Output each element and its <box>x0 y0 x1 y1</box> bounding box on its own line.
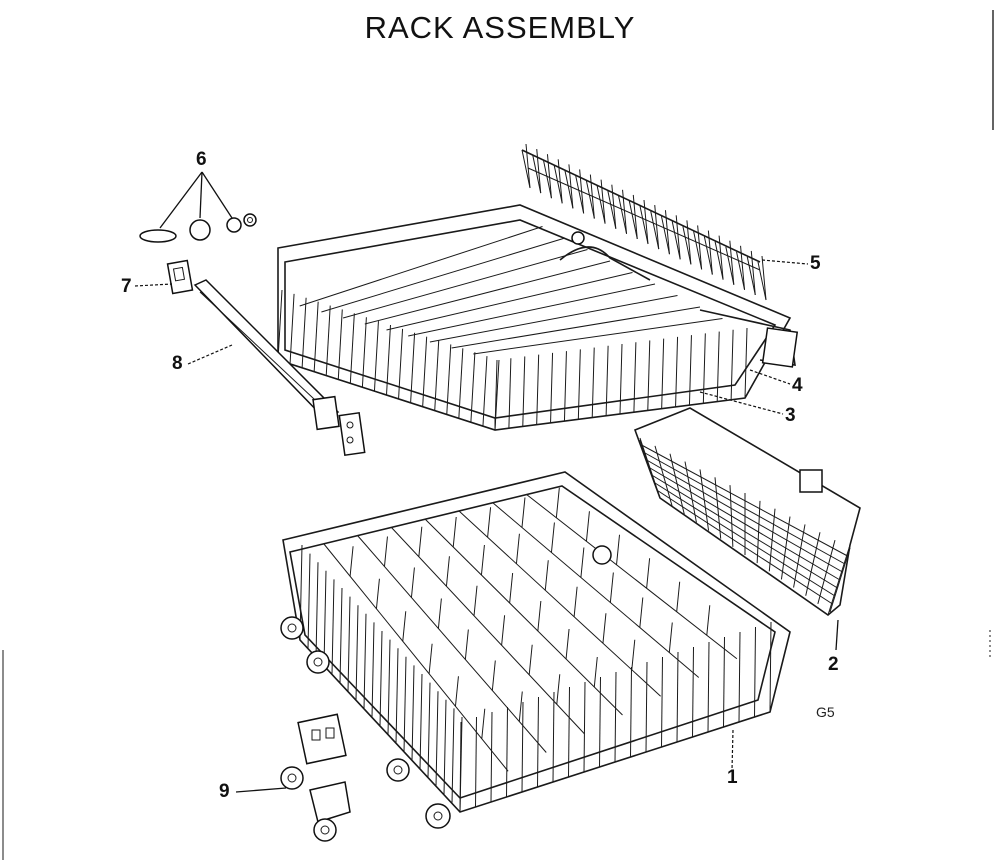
callout-8: 8 <box>172 353 183 374</box>
callout-2: 2 <box>828 654 839 675</box>
callout-3: 3 <box>785 405 796 426</box>
rack-frame-icon <box>559 231 799 368</box>
leader-lines <box>134 259 809 793</box>
upper-dishrack-icon <box>277 204 792 431</box>
drawing-code: G5 <box>816 704 835 720</box>
callout-7: 7 <box>121 276 132 297</box>
lower-rack-wheel-icon <box>280 713 351 842</box>
rack-track-icon <box>193 279 366 457</box>
track-stop-icon <box>166 259 194 295</box>
callout-9: 9 <box>219 781 230 802</box>
callout-5: 5 <box>810 253 821 274</box>
page-edge-marks <box>2 10 994 860</box>
roller-set-icon <box>139 171 257 243</box>
silverware-basket-icon <box>633 407 861 651</box>
callout-1: 1 <box>727 767 738 788</box>
callout-6: 6 <box>196 149 207 170</box>
diagram-title: RACK ASSEMBLY <box>364 10 636 45</box>
cup-shelf-icon <box>521 143 767 301</box>
callout-4: 4 <box>792 375 803 396</box>
lower-dishrack-icon <box>280 471 791 829</box>
